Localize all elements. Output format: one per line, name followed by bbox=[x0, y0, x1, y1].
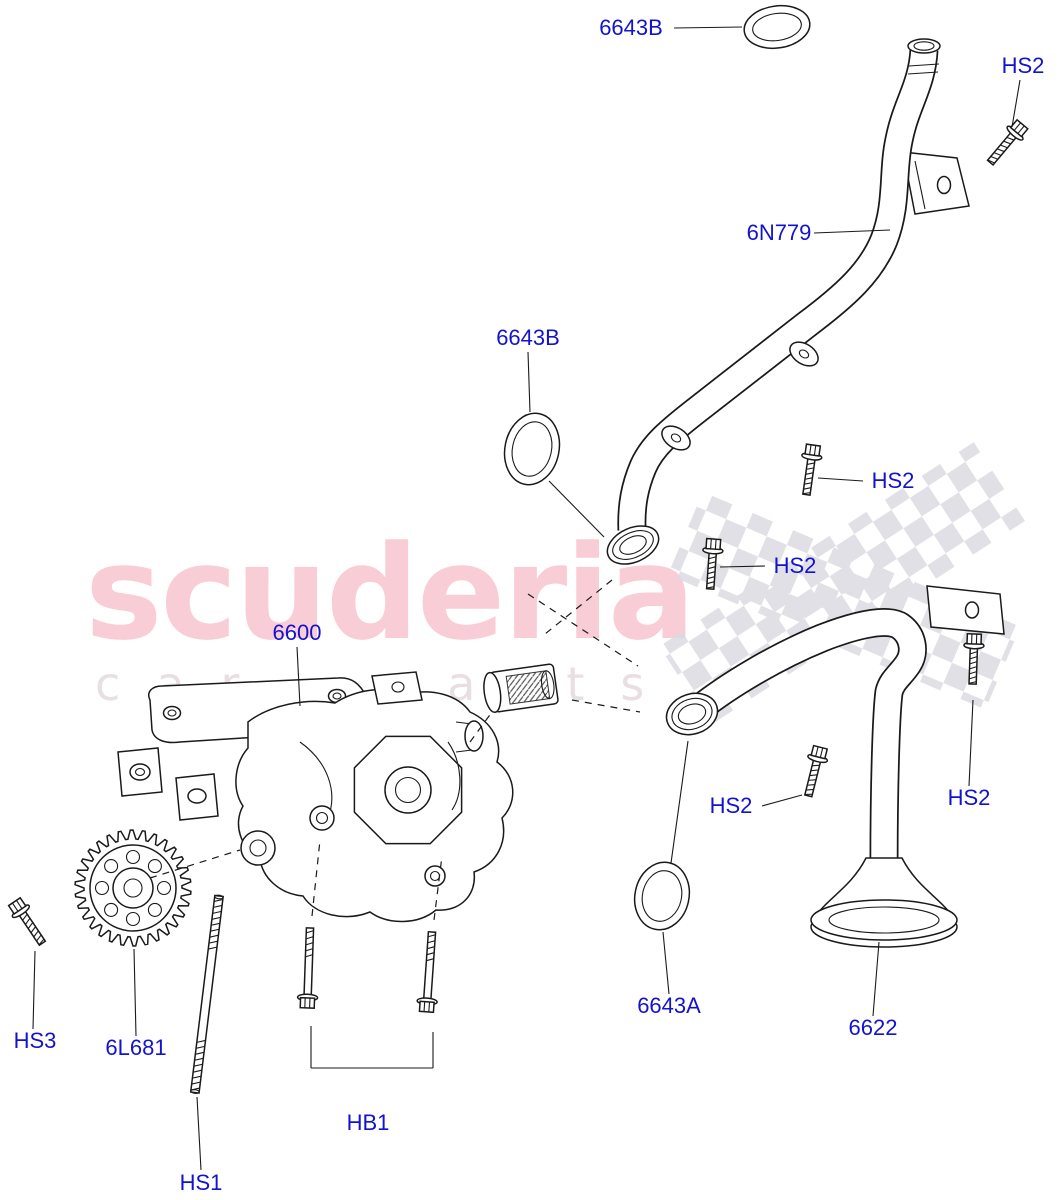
upper-pipe-6n779-drawing bbox=[606, 38, 970, 565]
pipe-inlet-flange bbox=[665, 692, 719, 736]
oring-6643b-mid-drawing bbox=[503, 412, 561, 486]
part-label-6643b-mid: 6643B bbox=[496, 325, 560, 350]
part-label-6n779: 6N779 bbox=[747, 220, 812, 245]
part-label-6600: 6600 bbox=[273, 620, 322, 645]
hs2-bolt-drawing bbox=[797, 744, 831, 799]
assembly-axis-lines bbox=[149, 579, 641, 921]
hs1-stud-drawing bbox=[189, 893, 225, 1095]
part-label-hs2-top: HS2 bbox=[1002, 53, 1045, 78]
watermark-title: scuderia bbox=[85, 517, 694, 669]
part-label-6643b-top: 6643B bbox=[599, 15, 663, 40]
pipe-mount-tab bbox=[789, 341, 819, 367]
part-label-hb1: HB1 bbox=[347, 1110, 390, 1135]
oring-6643b-top-drawing bbox=[743, 4, 811, 50]
oring-6643a-drawing bbox=[633, 861, 691, 931]
part-label-6l681: 6L681 bbox=[105, 1035, 166, 1060]
part-label-6643a: 6643A bbox=[637, 993, 701, 1018]
pipe-end-flange bbox=[606, 525, 660, 565]
checkered-flag-watermark bbox=[659, 442, 1025, 726]
oil-pump-6600-drawing bbox=[117, 671, 514, 923]
leader-lines bbox=[32, 26, 1021, 1171]
hs2-bolt-drawing bbox=[795, 442, 825, 497]
outlet-tube-insert-drawing bbox=[483, 663, 559, 714]
part-label-hs2-bracket: HS2 bbox=[948, 785, 991, 810]
part-label-6622: 6622 bbox=[849, 1015, 898, 1040]
part-label-hs2-mid: HS2 bbox=[774, 553, 817, 578]
hs3-bolt-drawing bbox=[5, 895, 52, 950]
hs2-bolt-drawing bbox=[981, 117, 1031, 170]
oil-pickup-pipe-6622-drawing bbox=[665, 585, 1005, 948]
drive-gear-6l681-drawing bbox=[74, 829, 192, 947]
part-label-hs2-flange: HS2 bbox=[710, 793, 753, 818]
pipe-mount-tab bbox=[661, 425, 691, 451]
part-label-hs3: HS3 bbox=[14, 1028, 57, 1053]
hb1-bolt-drawing bbox=[296, 926, 321, 1010]
part-label-hs2-upper: HS2 bbox=[872, 468, 915, 493]
hb1-bolt-drawing bbox=[415, 930, 443, 1014]
part-labels: 6643B HS2 6N779 6643B HS2 HS2 6600 HS2 H… bbox=[14, 15, 1045, 1195]
part-label-hs1: HS1 bbox=[180, 1170, 223, 1195]
